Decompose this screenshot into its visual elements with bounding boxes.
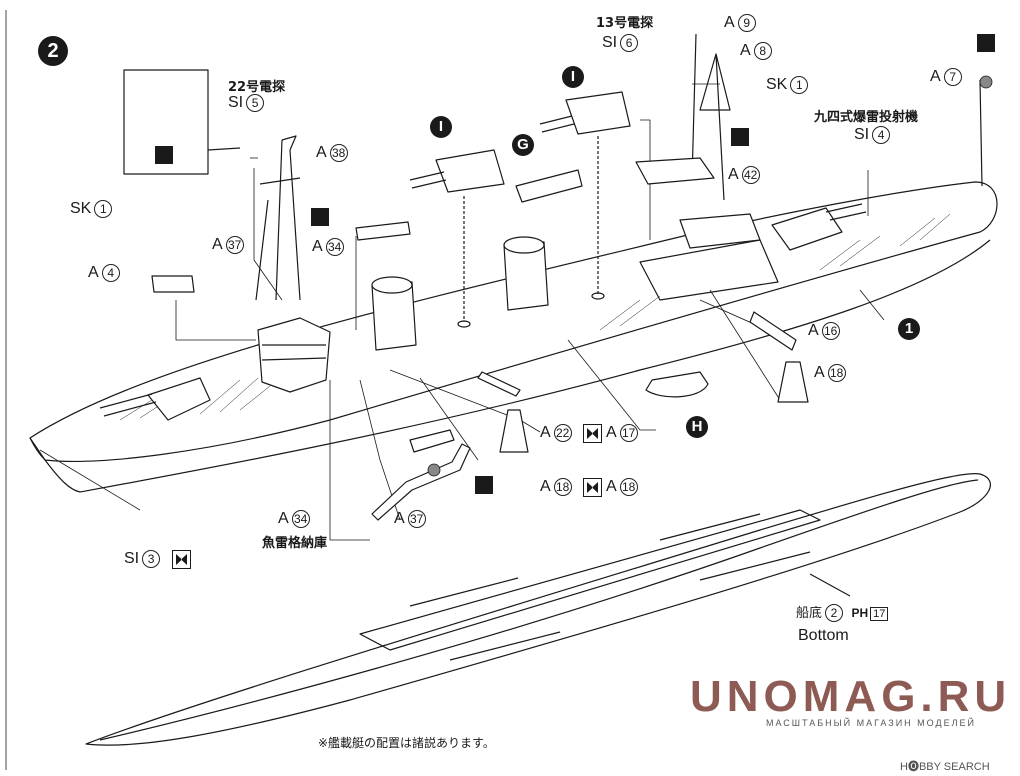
- radar13-label: 13号電探: [596, 16, 654, 31]
- forward-turret: [147, 377, 211, 421]
- bowtie-icon: [172, 550, 191, 569]
- bottom-part-en: Bottom: [798, 627, 849, 644]
- base-a4: [151, 275, 195, 293]
- footnote: ※艦載艇の配置は諸説あります。: [318, 736, 495, 750]
- source-mark: H🅞BBY SEARCH: [900, 761, 990, 773]
- tower-a42: [635, 157, 715, 185]
- support-a18-right: [777, 361, 809, 403]
- subassembly-badge-i-right: I: [562, 66, 584, 88]
- subassembly-badge-i-left: I: [430, 116, 452, 138]
- rail-a22: [477, 371, 521, 397]
- hull-bottom-part: [85, 472, 991, 746]
- torpedo-store-label: 魚雷格納庫: [262, 536, 328, 551]
- subassembly-g: [515, 169, 583, 203]
- subassembly-h: [645, 371, 709, 398]
- aft-turret: [771, 207, 843, 251]
- watermark-subtitle: МАСШТАБНЫЙ МАГАЗИН МОДЕЛЕЙ: [766, 718, 976, 728]
- bowtie-icon: [583, 478, 602, 497]
- bowtie-icon: [583, 424, 602, 443]
- rack-a34-lower: [409, 429, 455, 453]
- davit-a16: [749, 311, 797, 351]
- step-number-badge: 2: [38, 36, 68, 66]
- subassembly-i-right: [565, 91, 631, 135]
- hull-side: [44, 239, 991, 493]
- cement-icon: [311, 208, 329, 226]
- aft-mast: [691, 33, 731, 201]
- rack-a34-upper: [355, 221, 411, 241]
- subassembly-i-left: [435, 149, 505, 193]
- subassembly-badge-g: G: [512, 134, 534, 156]
- cement-icon: [731, 128, 749, 146]
- support-a18-mid: [499, 409, 529, 453]
- cement-icon: [155, 146, 173, 164]
- cement-icon: [475, 476, 493, 494]
- foremast: [255, 139, 301, 301]
- bridge-structure: [257, 317, 331, 393]
- subassembly-badge-1: 1: [898, 318, 920, 340]
- watermark-unomag: UNOMAG.RU: [690, 672, 1012, 721]
- subassembly-badge-h: H: [686, 416, 708, 438]
- radar22-label: 22号電探: [228, 80, 286, 95]
- dc-projector-label: 九四式爆雷投射機: [814, 110, 919, 125]
- cement-icon: [977, 34, 995, 52]
- crane-a37-lower: [371, 443, 471, 521]
